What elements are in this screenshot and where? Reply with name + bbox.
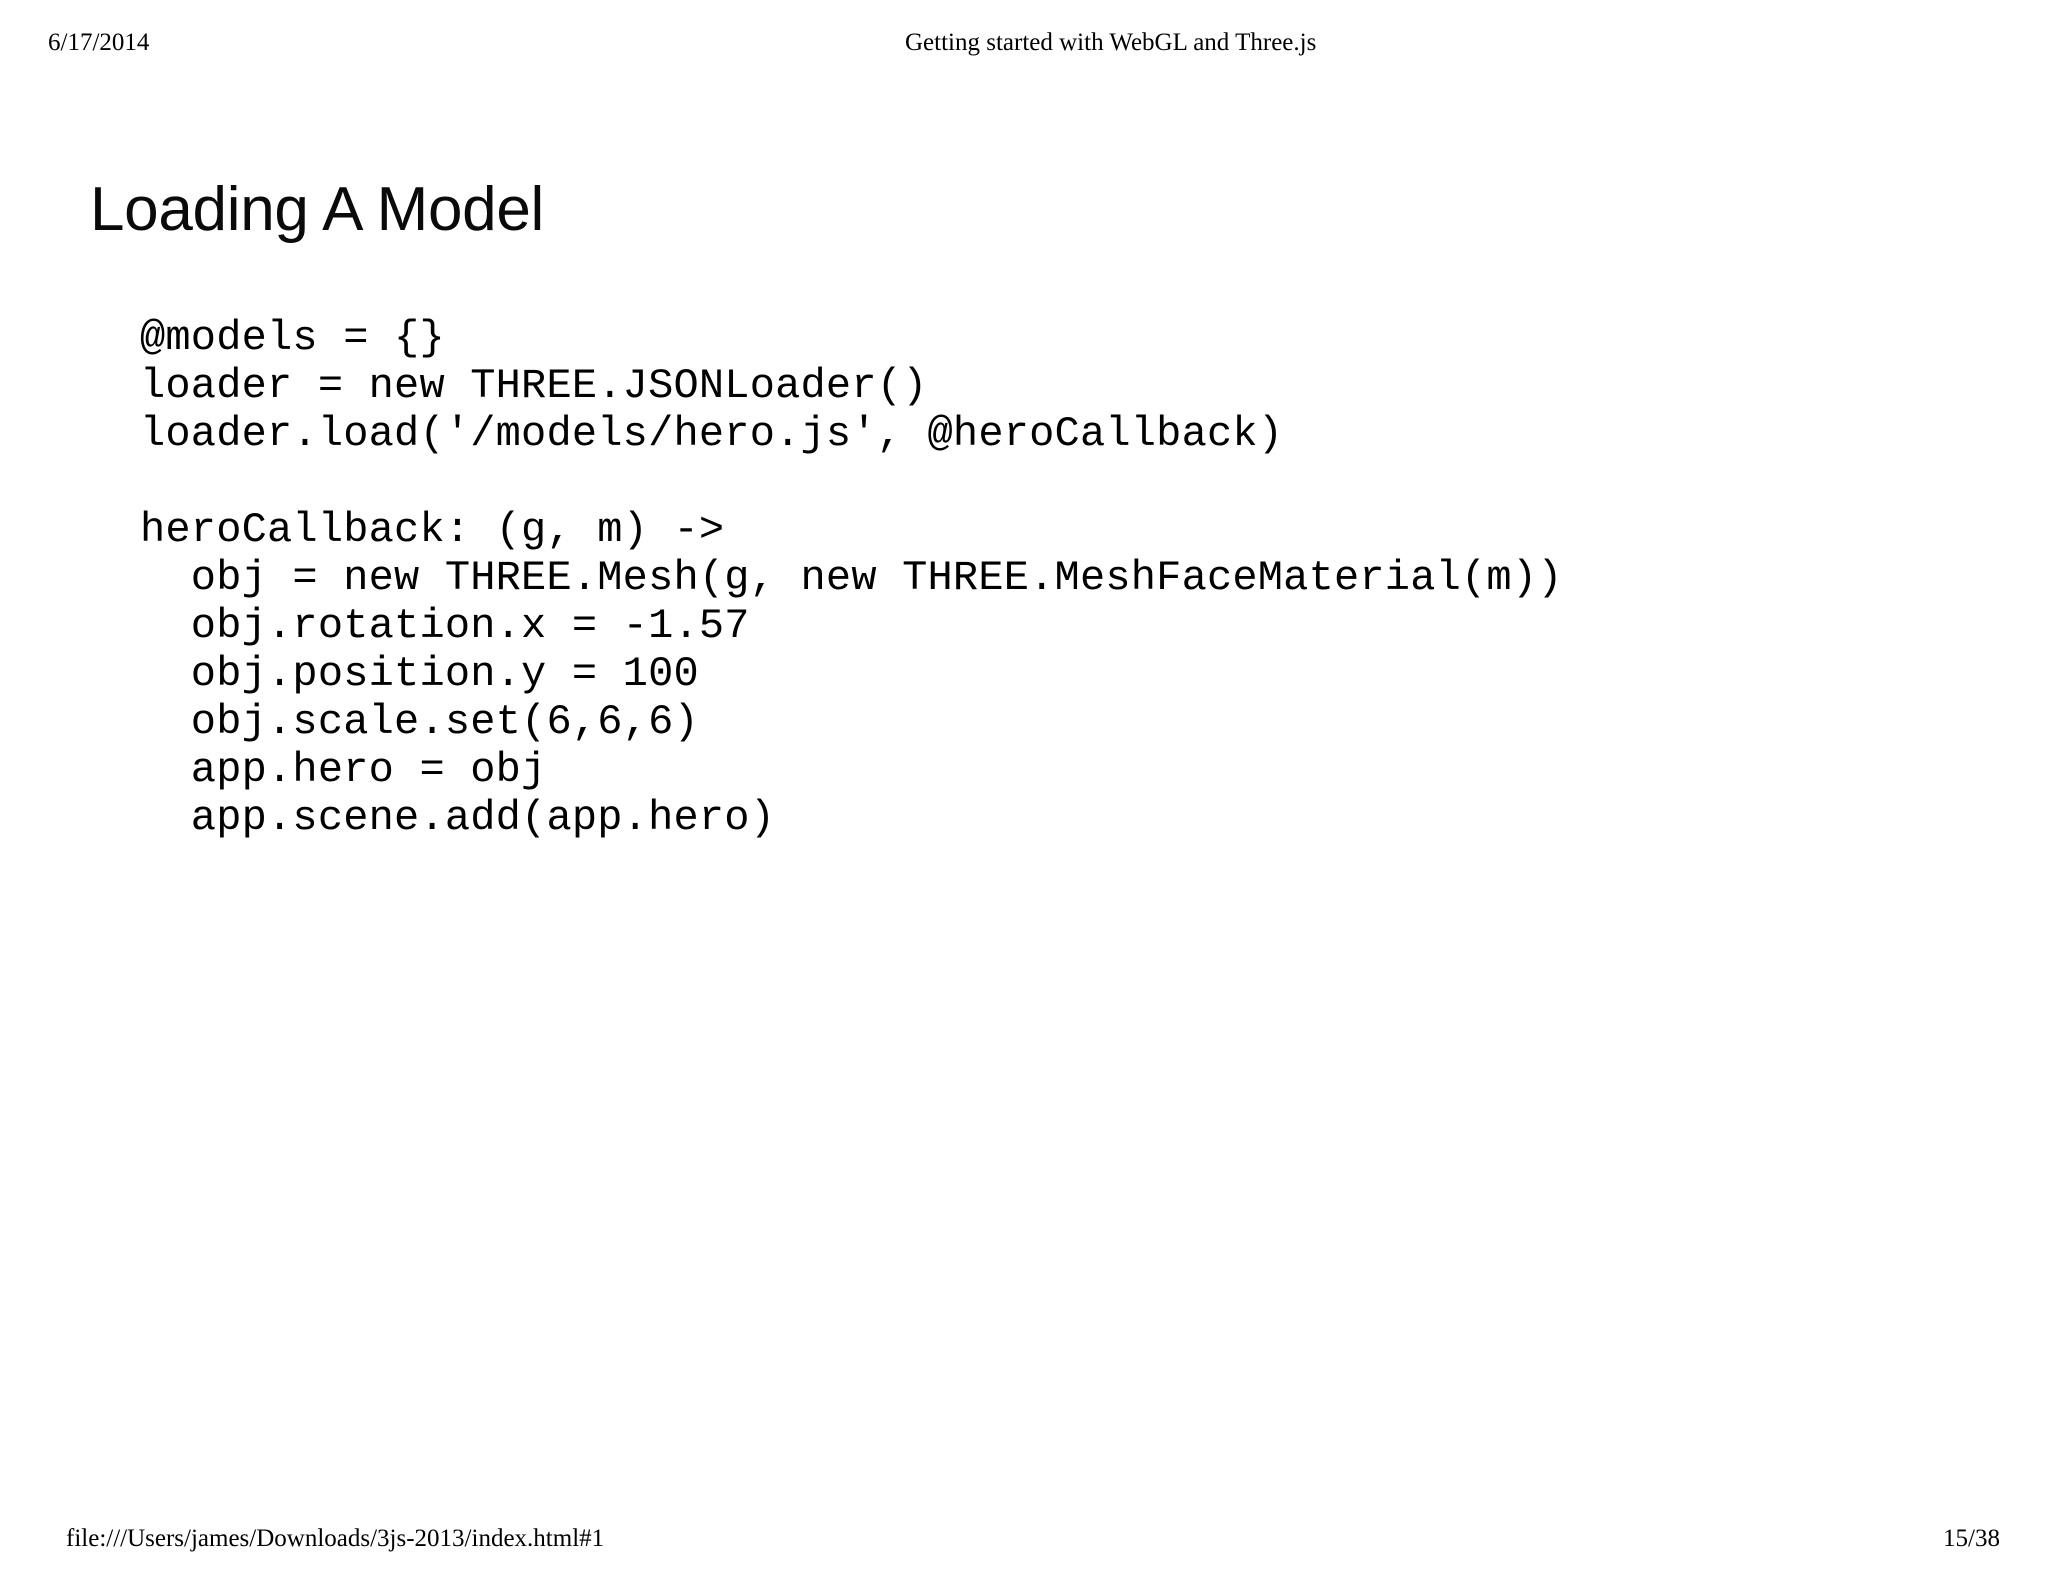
print-document-title: Getting started with WebGL and Three.js <box>905 29 1317 56</box>
code-line-blank <box>140 458 1563 506</box>
code-line: obj.rotation.x = -1.57 <box>140 602 750 650</box>
code-line: obj.scale.set(6,6,6) <box>140 698 699 746</box>
source-url: file:///Users/james/Downloads/3js-2013/i… <box>66 1525 605 1552</box>
page-title: Loading A Model <box>90 174 544 244</box>
print-header: 6/17/2014 Getting started with WebGL and… <box>0 26 2048 60</box>
code-line: loader = new THREE.JSONLoader() <box>140 362 928 410</box>
code-line: loader.load('/models/hero.js', @heroCall… <box>140 410 1284 458</box>
code-line: obj = new THREE.Mesh(g, new THREE.MeshFa… <box>140 554 1563 602</box>
page-indicator: 15/38 <box>1943 1525 2000 1552</box>
code-line: heroCallback: (g, m) -> <box>140 506 725 554</box>
print-date: 6/17/2014 <box>48 29 150 56</box>
code-line: @models = {} <box>140 314 445 362</box>
print-footer: file:///Users/james/Downloads/3js-2013/i… <box>0 1522 2048 1556</box>
code-line: app.hero = obj <box>140 746 547 794</box>
code-listing: @models = {}loader = new THREE.JSONLoade… <box>140 314 1563 842</box>
code-line: obj.position.y = 100 <box>140 650 699 698</box>
code-line: app.scene.add(app.hero) <box>140 794 776 842</box>
